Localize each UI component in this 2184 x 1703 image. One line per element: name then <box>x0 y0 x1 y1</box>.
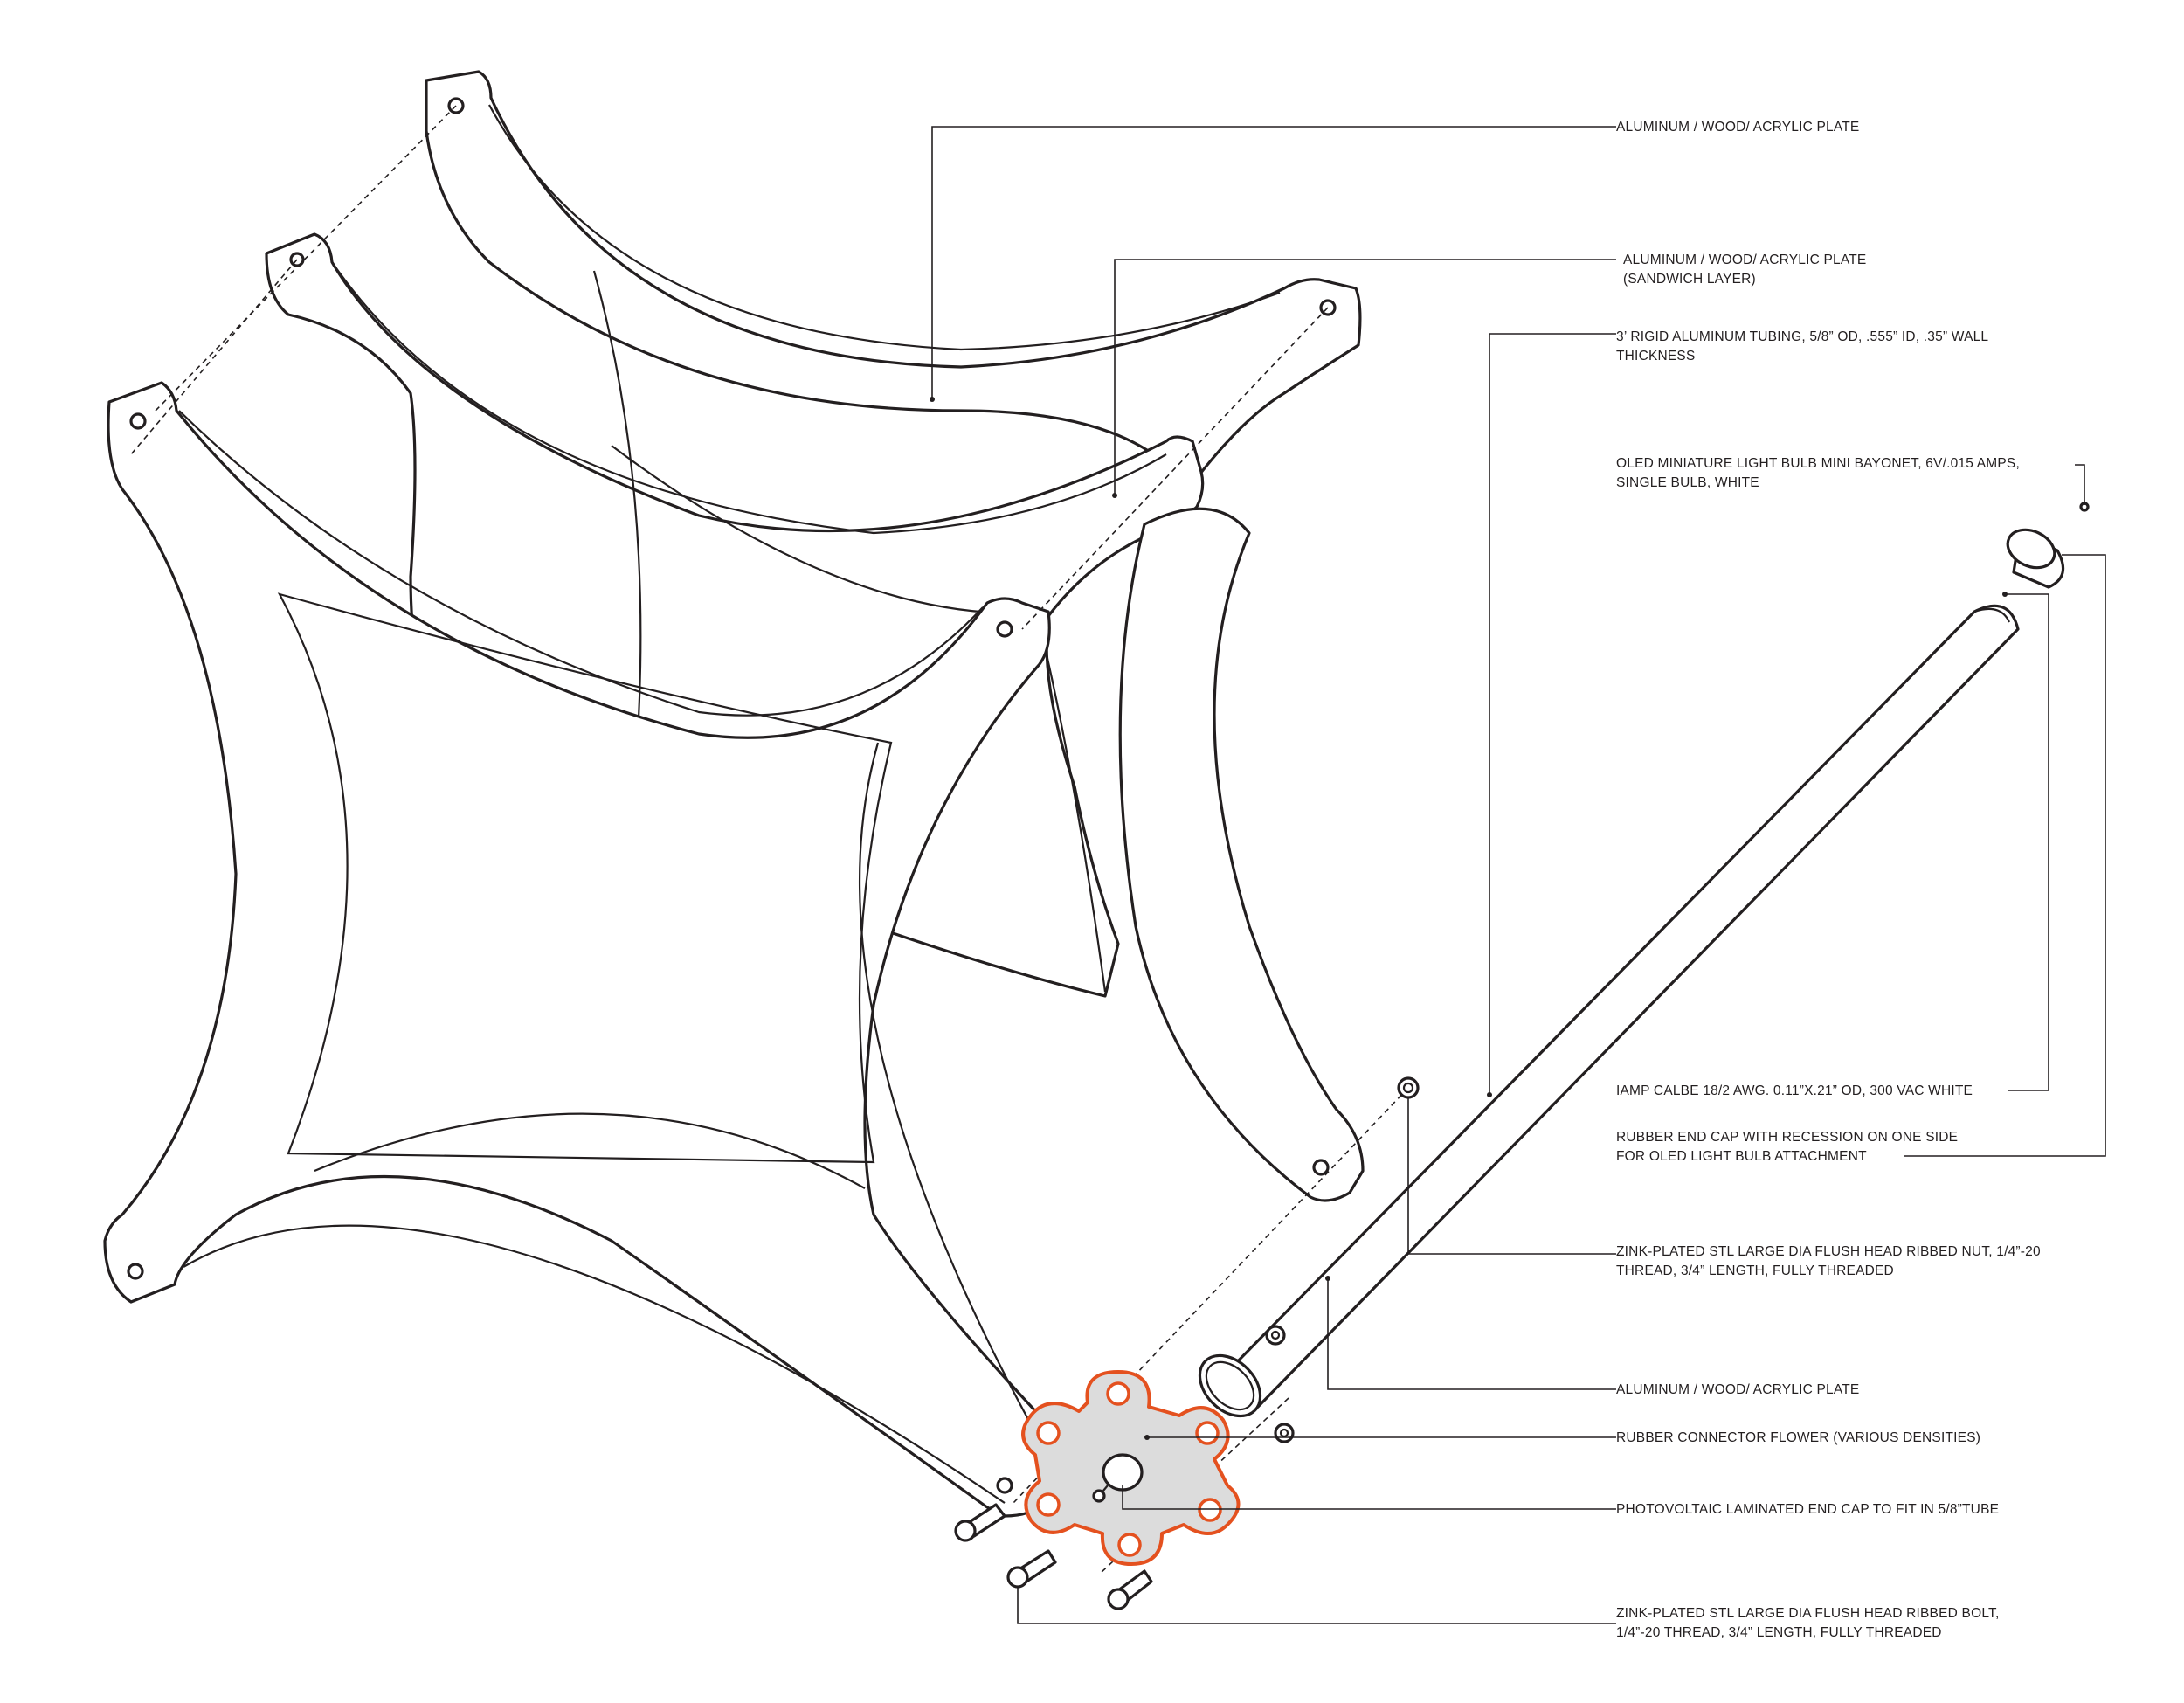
ribbed-nut-top <box>1397 1076 1420 1099</box>
label-plate-top: ALUMINUM / WOOD/ ACRYLIC PLATE <box>1616 120 1859 135</box>
label-rubber-end-cap: RUBBER END CAP WITH RECESSION ON ONE SID… <box>1616 1130 1962 1164</box>
plate-arch-right <box>1118 507 1365 1202</box>
aluminum-tube <box>1198 604 2020 1418</box>
label-plate-sandwich: ALUMINUM / WOOD/ ACRYLIC PLATE (SANDWICH… <box>1623 253 1870 287</box>
ribbed-nut-bottom <box>1274 1423 1295 1443</box>
ribbed-nut-middle <box>1265 1325 1286 1346</box>
label-ribbed-nut: ZINK-PLATED STL LARGE DIA FLUSH HEAD RIB… <box>1616 1244 2044 1278</box>
label-plate-bottom: ALUMINUM / WOOD/ ACRYLIC PLATE <box>1616 1382 1859 1397</box>
leader-lines <box>930 126 2106 1624</box>
label-tubing: 3’ RIGID ALUMINUM TUBING, 5/8” OD, .555”… <box>1616 329 1992 363</box>
label-lamp-cable: IAMP CALBE 18/2 AWG. 0.11”X.21” OD, 300 … <box>1616 1083 1973 1098</box>
ribbed-bolt-right <box>1107 1569 1153 1610</box>
label-connector-flower: RUBBER CONNECTOR FLOWER (VARIOUS DENSITI… <box>1616 1430 1980 1445</box>
label-ribbed-bolt: ZINK-PLATED STL LARGE DIA FLUSH HEAD RIB… <box>1616 1606 2003 1640</box>
ribbed-bolt-bottom <box>1006 1549 1057 1589</box>
plate-top <box>425 70 1362 491</box>
rubber-end-cap <box>2006 528 2065 589</box>
label-pv-end-cap: PHOTOVOLTAIC LAMINATED END CAP TO FIT IN… <box>1616 1502 1999 1517</box>
label-oled-bulb: OLED MINIATURE LIGHT BULB MINI BAYONET, … <box>1616 456 2023 490</box>
ribbed-bolt-left <box>954 1503 1006 1542</box>
photovoltaic-end-cap <box>1092 1453 1144 1503</box>
